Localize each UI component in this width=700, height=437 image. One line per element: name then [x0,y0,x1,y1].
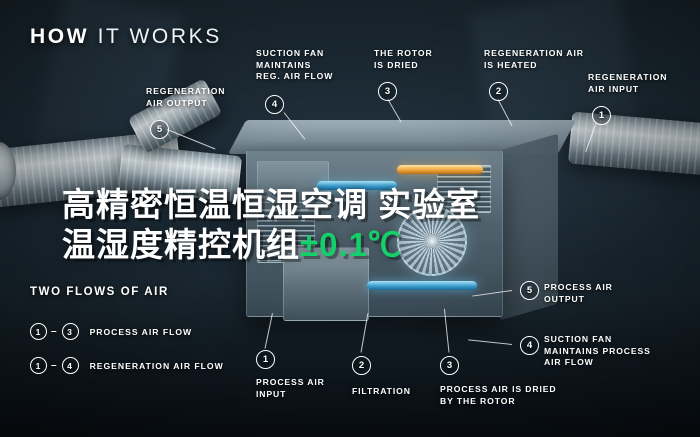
callout-label-2-filtration: FILTRATION [352,386,411,396]
legend-title: TWO FLOWS OF AIR [30,286,169,298]
title-light: IT WORKS [97,25,222,48]
legend-dash: – [51,326,58,337]
legend-marker-to: 3 [61,323,79,340]
legend-row-process: 1 – 3 PROCESS AIR FLOW [30,323,192,340]
callout-label-1-regen-input: REGENERATION AIR INPUT [588,72,668,94]
callout-marker-1: 1 [592,106,611,125]
callout-label-3-process-dried: PROCESS AIR IS DRIED BY THE ROTOR [440,384,557,406]
regeneration-air-pipe [397,165,483,174]
legend-marker-to: 4 [61,357,79,374]
dehumidifier-unit [228,120,577,335]
legend-label-regeneration-air-flow: REGENERATION AIR FLOW [89,360,224,371]
callout-marker-5-process: 5 [520,281,539,300]
process-air-pipe [317,181,397,190]
unit-front-face [246,150,503,321]
legend-label-process-air-flow: PROCESS AIR FLOW [89,326,193,337]
page-title: HOW IT WORKS [30,25,222,49]
callout-marker-2: 2 [489,82,508,101]
callout-label-1-process-input: PROCESS AIR INPUT [256,377,325,399]
callout-marker-4-process: 4 [520,336,539,355]
legend-marker-from: 1 [30,357,47,374]
title-bold: HOW [30,25,90,48]
callout-marker-2-filtration: 2 [352,356,371,375]
callout-marker-4: 4 [265,95,284,114]
legend-dash: – [51,360,58,371]
legend-marker-from: 1 [30,323,47,340]
process-air-return-pipe [367,281,477,290]
desiccant-rotor [397,206,467,276]
callout-label-4-process-fan: SUCTION FAN MAINTAINS PROCESS AIR FLOW [544,334,651,367]
callout-label-4-suction-fan: SUCTION FAN MAINTAINS REG. AIR FLOW [256,48,334,81]
callout-marker-1-process: 1 [256,350,275,369]
callout-marker-3-process: 3 [440,356,459,375]
callout-marker-3: 3 [378,82,397,101]
callout-label-5-process-output: PROCESS AIR OUTPUT [544,282,613,304]
legend-row-regeneration: 1 – 4 REGENERATION AIR FLOW [30,357,224,374]
callout-label-5-regen-output: REGENERATION AIR OUTPUT [146,86,226,108]
fan-housing [283,247,369,321]
callout-label-2-regen-heated: REGENERATION AIR IS HEATED [484,48,584,70]
callout-label-3-rotor-dried: THE ROTOR IS DRIED [374,48,433,70]
